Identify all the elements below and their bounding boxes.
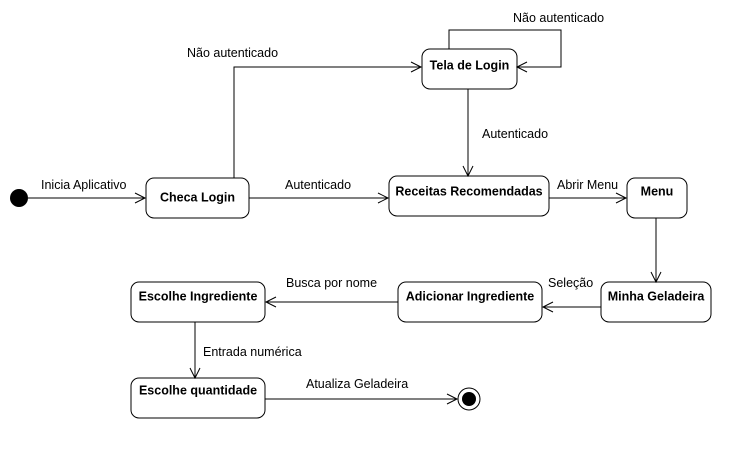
label-abrir-menu: Abrir Menu xyxy=(557,178,618,192)
transition-receitas-to-menu xyxy=(549,192,628,204)
state-adicionar-ingrediente: Adicionar Ingrediente xyxy=(397,281,543,323)
transition-login-to-receitas xyxy=(462,89,474,178)
state-menu: Menu xyxy=(626,177,688,219)
label-autenticado-checa: Autenticado xyxy=(285,178,351,192)
state-escolhe-quantidade: Escolhe quantidade xyxy=(130,377,266,419)
label-selecao: Seleção xyxy=(548,276,593,290)
transition-inicia-aplicativo xyxy=(28,192,147,204)
state-label-checa-login: Checa Login xyxy=(160,190,235,204)
state-tela-de-login: Tela de Login xyxy=(421,48,518,90)
label-inicia-aplicativo: Inicia Aplicativo xyxy=(41,178,127,192)
transition-checa-to-login xyxy=(233,61,423,178)
state-label-escolhe-ingrediente: Escolhe Ingrediente xyxy=(139,289,258,303)
final-state xyxy=(457,387,481,411)
state-label-adicionar-ingrediente: Adicionar Ingrediente xyxy=(406,289,535,303)
transition-geladeira-to-adicionar xyxy=(541,301,601,313)
transition-quantidade-to-final xyxy=(265,393,459,405)
state-label-minha-geladeira: Minha Geladeira xyxy=(608,289,706,303)
state-receitas-recomendadas: Receitas Recomendadas xyxy=(388,175,550,217)
transition-login-self-loop xyxy=(448,29,562,73)
state-label-receitas-recomendadas: Receitas Recomendadas xyxy=(395,184,542,198)
state-label-escolhe-quantidade: Escolhe quantidade xyxy=(139,383,257,397)
transition-adicionar-to-escolhe xyxy=(264,296,398,308)
state-escolhe-ingrediente: Escolhe Ingrediente xyxy=(130,281,266,323)
state-minha-geladeira: Minha Geladeira xyxy=(600,281,712,323)
transition-menu-to-geladeira xyxy=(650,218,662,284)
label-autenticado-login: Autenticado xyxy=(482,127,548,141)
state-label-tela-de-login: Tela de Login xyxy=(430,58,510,72)
label-entrada-numerica: Entrada numérica xyxy=(203,345,302,359)
label-nao-autenticado-self: Não autenticado xyxy=(513,11,604,25)
label-busca-por-nome: Busca por nome xyxy=(286,276,377,290)
initial-state xyxy=(10,189,28,207)
state-label-menu: Menu xyxy=(641,184,674,198)
label-atualiza-geladeira: Atualiza Geladeira xyxy=(306,377,408,391)
label-nao-autenticado-checa: Não autenticado xyxy=(187,46,278,60)
state-checa-login: Checa Login xyxy=(145,177,250,219)
transition-checa-to-receitas xyxy=(249,192,390,204)
transition-escolhe-to-quantidade xyxy=(189,322,201,380)
